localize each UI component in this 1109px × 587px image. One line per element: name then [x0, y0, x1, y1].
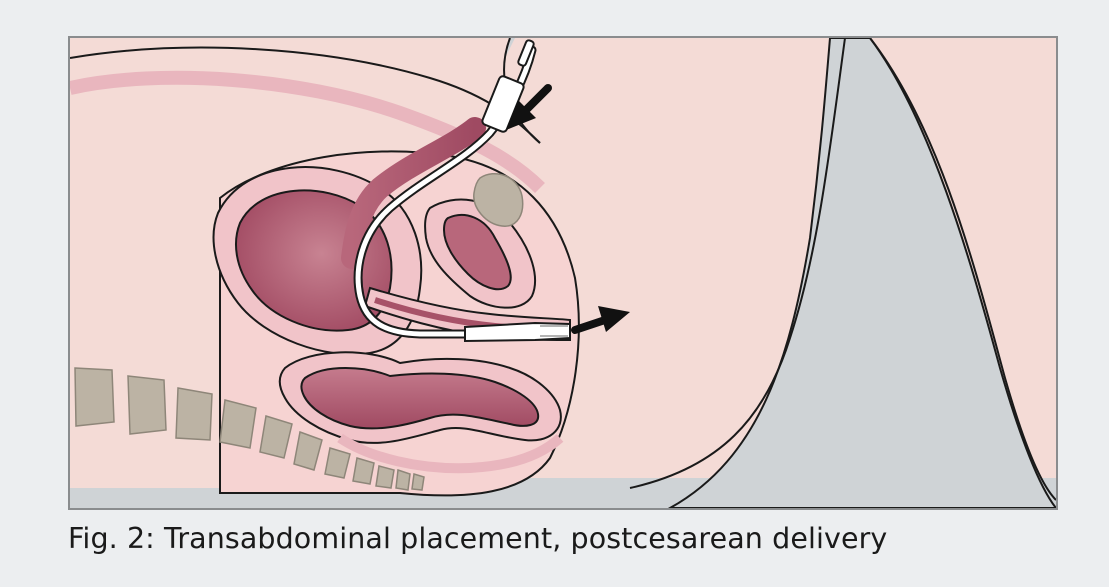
figure-caption: Fig. 2: Transabdominal placement, postce…: [68, 522, 887, 555]
direction-arrow-icon: [575, 306, 630, 332]
sagittal-section-illustration: [70, 38, 1056, 508]
figure-illustration: [68, 36, 1058, 510]
